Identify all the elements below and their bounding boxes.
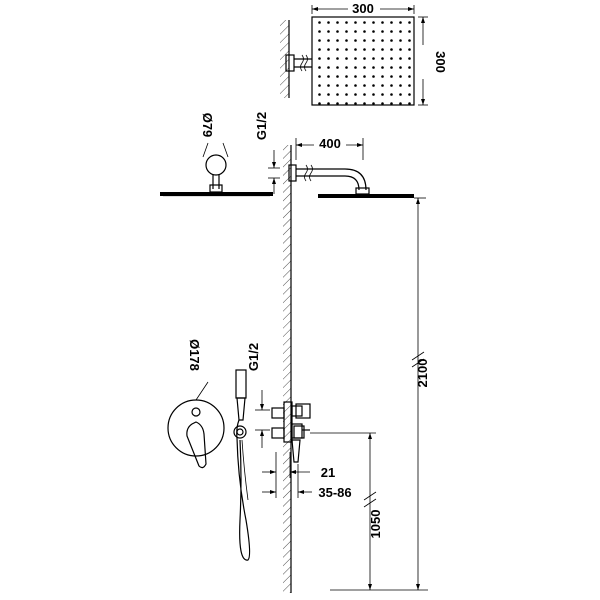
dim-head-depth: 300 [433, 51, 448, 73]
dim-arm-thread: G1/2 [254, 112, 269, 140]
total-height-dim: 2100 [411, 197, 430, 590]
shower-head-plate [311, 16, 415, 106]
dim-flange-diameter: Ø79 [200, 113, 215, 138]
dim-plate-depth: 21 [321, 465, 335, 480]
dim-recess-depth: 35-86 [318, 485, 351, 500]
wall-hatch-top [280, 20, 289, 98]
dim-mixer-height: 1050 [368, 510, 383, 539]
arm-thread-dim: G1/2 [254, 112, 280, 194]
recess-depth-dim: 35-86 [262, 464, 352, 500]
mixer-thread-dim: G1/2 [246, 343, 270, 448]
top-view-shower-head: 300 300 [280, 0, 448, 106]
mixer-height-dim: 1050 [310, 432, 383, 590]
dim-head-width: 300 [352, 1, 374, 16]
front-view-head-left: Ø79 [160, 113, 273, 197]
mixer-front-plate: Ø178 [167, 339, 225, 469]
dim-mixer-thread: G1/2 [246, 343, 261, 371]
plate-depth-dim: 21 [262, 452, 335, 480]
dim-arm-length: 400 [319, 136, 341, 151]
concealed-mixer [271, 401, 311, 463]
hand-shower [233, 369, 251, 561]
dim-total-height: 2100 [415, 359, 430, 388]
wall-section [283, 145, 292, 593]
shower-arm: 400 [288, 136, 414, 198]
dim-plate-diameter: Ø178 [187, 339, 202, 371]
